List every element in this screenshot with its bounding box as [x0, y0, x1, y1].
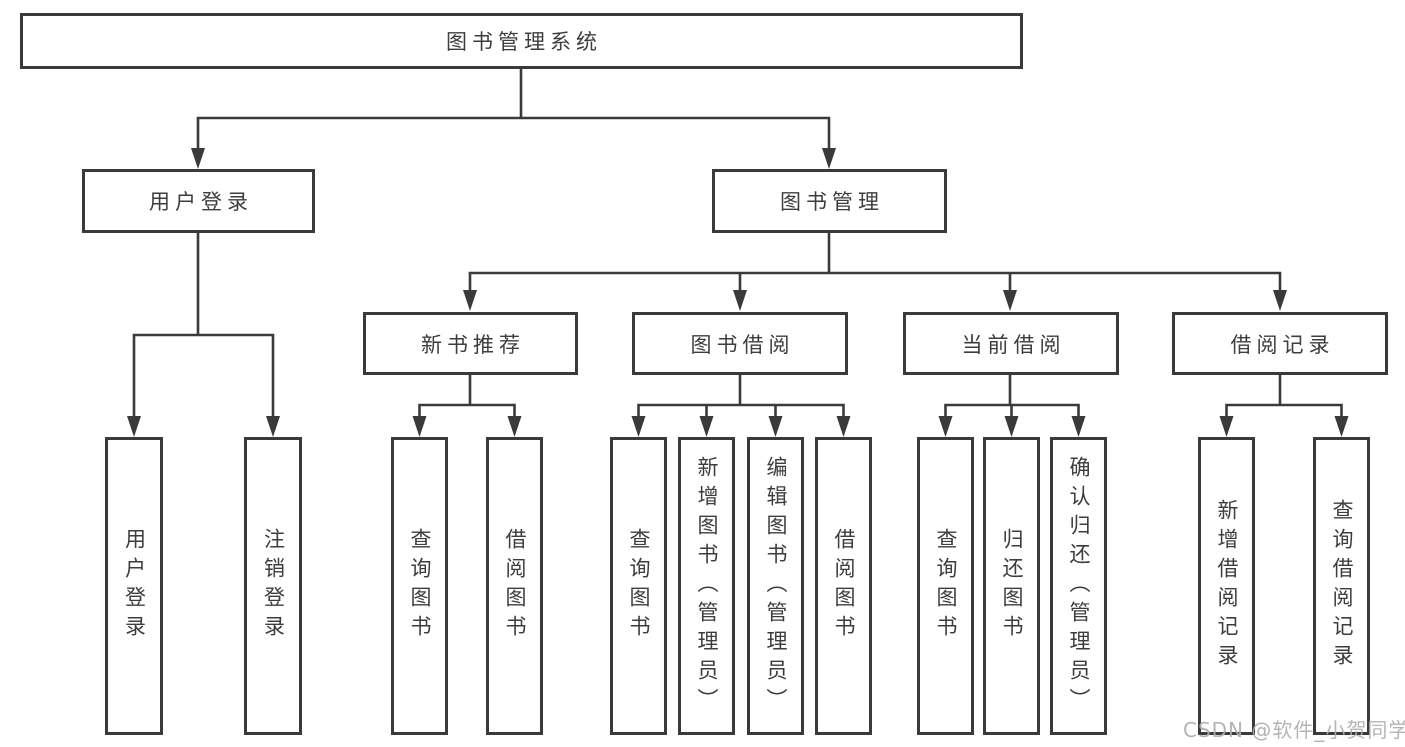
node-label: 查询图书 — [934, 528, 958, 644]
arrowhead-icons — [127, 148, 1349, 437]
node-root-system: 图书管理系统 — [20, 13, 1023, 69]
node-label: 借阅记录 — [1230, 332, 1335, 357]
node-bb-edit-books-admin: 编辑图书（管理员） — [747, 437, 804, 735]
node-label: 查询借阅记录 — [1330, 499, 1354, 673]
node-bb-add-books-admin: 新增图书（管理员） — [678, 437, 735, 735]
node-label: 注销登录 — [261, 528, 286, 644]
node-borrowing-records: 借阅记录 — [1172, 312, 1388, 375]
node-label: 编辑图书（管理员） — [764, 455, 788, 717]
node-new-book-recommend: 新书推荐 — [363, 312, 578, 375]
node-bb-borrow-books: 借阅图书 — [815, 437, 872, 735]
node-br-query-record: 查询借阅记录 — [1313, 437, 1370, 735]
node-label: 用户登录 — [149, 190, 253, 214]
node-nbr-query-books: 查询图书 — [391, 437, 448, 735]
node-label: 新增图书（管理员） — [695, 455, 719, 717]
node-label: 用户登录 — [122, 528, 147, 644]
node-label: 图书管理系统 — [446, 30, 602, 54]
node-label: 查询图书 — [627, 528, 651, 644]
connector-lines — [132, 67, 1343, 422]
node-label: 归还图书 — [1000, 528, 1024, 644]
node-logout: 注销登录 — [244, 437, 302, 735]
node-label: 新增借阅记录 — [1215, 499, 1239, 673]
node-label: 借阅图书 — [503, 528, 527, 644]
node-label: 当前借阅 — [961, 332, 1066, 357]
node-bb-query-books: 查询图书 — [610, 437, 667, 735]
node-user-login-module: 用户登录 — [82, 169, 315, 233]
node-label: 新书推荐 — [421, 332, 525, 357]
node-label: 查询图书 — [408, 528, 432, 644]
node-label: 借阅图书 — [832, 528, 856, 644]
node-cb-return-books: 归还图书 — [983, 437, 1040, 735]
node-current-borrowing: 当前借阅 — [903, 312, 1119, 375]
node-label: 确认归还（管理员） — [1067, 455, 1091, 717]
node-book-borrowing: 图书借阅 — [632, 312, 848, 375]
node-nbr-borrow-books: 借阅图书 — [486, 437, 543, 735]
node-user-login-leaf: 用户登录 — [105, 437, 163, 735]
node-br-add-record: 新增借阅记录 — [1198, 437, 1255, 735]
node-label: 图书借阅 — [690, 332, 795, 357]
node-book-management-module: 图书管理 — [712, 169, 947, 233]
watermark: CSDN @软件_小贺同学 — [1183, 718, 1405, 742]
node-label: 图书管理 — [780, 190, 884, 214]
node-cb-query-books: 查询图书 — [917, 437, 974, 735]
node-cb-confirm-return-admin: 确认归还（管理员） — [1050, 437, 1107, 735]
